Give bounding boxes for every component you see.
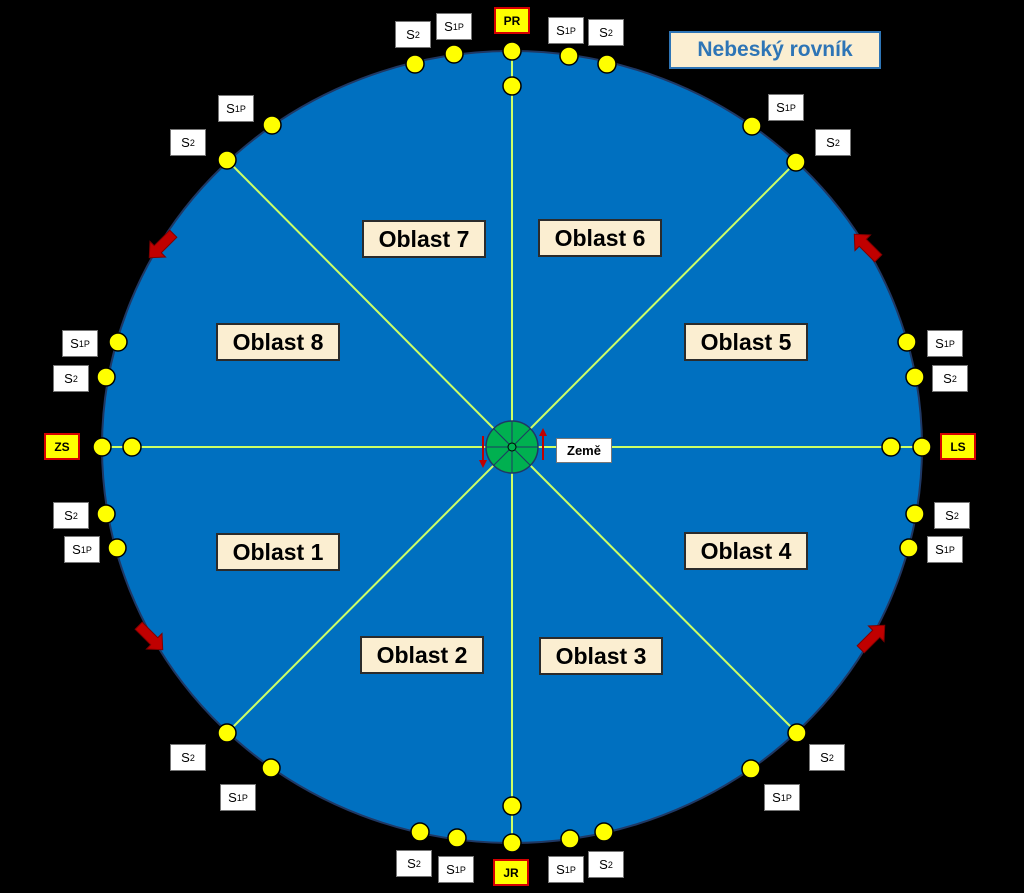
dot-east-inner — [881, 437, 901, 457]
spoke-northeast — [511, 161, 797, 448]
region-label-6: Oblast 6 — [538, 219, 662, 257]
arrow-icon — [148, 229, 178, 259]
dot-south-outer — [502, 833, 522, 853]
direction-east-label: LS — [940, 433, 976, 460]
dot-west-inner — [122, 437, 142, 457]
region-label-5: Oblast 5 — [684, 323, 808, 361]
rotation-arrow-icons — [134, 229, 886, 654]
region-label-1: Oblast 1 — [216, 533, 340, 571]
dot-east-outer — [912, 437, 932, 457]
spoke-northwest — [226, 159, 513, 448]
region-label-4: Oblast 4 — [684, 532, 808, 570]
direction-south-label: JR — [493, 859, 529, 886]
arrow-icon — [853, 233, 883, 263]
direction-west-label: ZS — [44, 433, 80, 460]
earth-icon — [479, 420, 547, 474]
spoke-southeast — [511, 446, 798, 734]
earth-label: Země — [556, 438, 612, 463]
diagram-title: Nebeský rovník — [669, 31, 881, 69]
dot-north-outer — [502, 41, 522, 61]
spoke-southwest — [226, 446, 513, 734]
region-label-3: Oblast 3 — [539, 637, 663, 675]
region-label-8: Oblast 8 — [216, 323, 340, 361]
dot-north-inner — [502, 76, 522, 96]
dot-west-outer — [92, 437, 112, 457]
arrow-icon — [134, 621, 164, 651]
dot-south-inner — [502, 796, 522, 816]
region-label-7: Oblast 7 — [362, 220, 486, 258]
arrow-icon — [856, 624, 886, 654]
position-dots — [92, 41, 932, 853]
direction-north-label: PR — [494, 7, 530, 34]
region-label-2: Oblast 2 — [360, 636, 484, 674]
